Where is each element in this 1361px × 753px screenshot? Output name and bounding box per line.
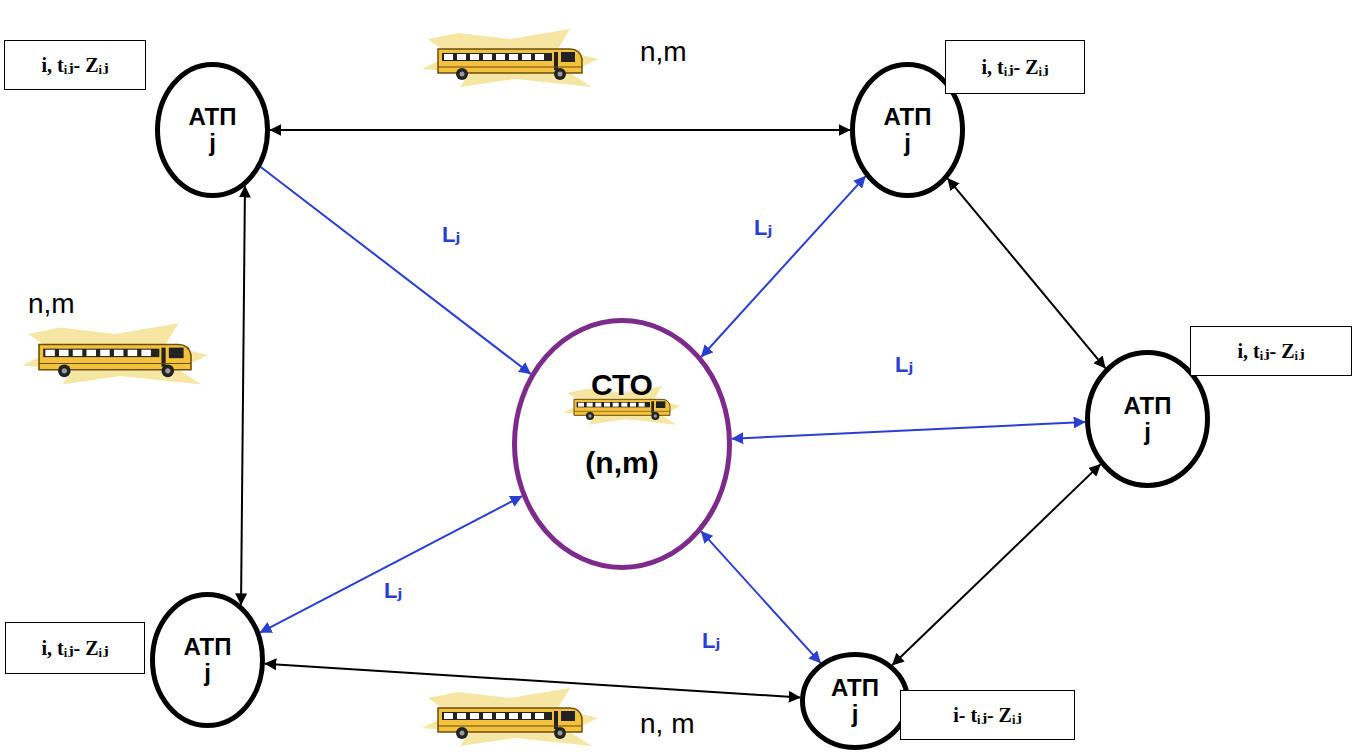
connector xyxy=(732,422,1085,439)
parameter-box: i, tᵢⱼ- Zᵢⱼ xyxy=(945,40,1085,94)
node-label: АТП j xyxy=(883,104,931,157)
outline-shape xyxy=(158,65,268,196)
service-station-circle: СТО (n,m) xyxy=(512,318,732,570)
connector xyxy=(260,496,522,632)
node-label: АТП j xyxy=(1123,393,1171,446)
node-content: i, tᵢⱼ- Zᵢⱼ xyxy=(982,55,1049,79)
link-label: Lⱼ xyxy=(382,578,404,604)
parameter-box: i, tᵢⱼ- Zᵢⱼ xyxy=(5,622,145,674)
node-content: i, tᵢⱼ- Zᵢⱼ xyxy=(42,53,109,77)
connector xyxy=(892,464,1100,665)
node-content: АТП j xyxy=(883,104,931,157)
route-label: n,m xyxy=(640,36,687,68)
node-content: СТО (n,m) xyxy=(585,368,658,481)
parameter-text: i, tᵢⱼ- Zᵢⱼ xyxy=(42,53,109,77)
bus-icon xyxy=(422,29,598,87)
bus-icon xyxy=(422,688,598,746)
node-label: АТП j xyxy=(831,675,879,728)
outline-shape xyxy=(153,595,263,726)
link-label: Lⱼ xyxy=(700,628,722,654)
node-label: СТО xyxy=(591,368,653,403)
connector xyxy=(948,179,1105,369)
parameter-text: i, tᵢⱼ- Zᵢⱼ xyxy=(982,55,1049,79)
bus-icon xyxy=(22,323,208,384)
route-label: n, m xyxy=(640,708,694,740)
depot-ellipse: АТП j xyxy=(155,62,270,198)
link-label: Lⱼ xyxy=(440,222,462,248)
node-content: i, tᵢⱼ- Zᵢⱼ xyxy=(1238,339,1305,363)
node-content: АТП j xyxy=(188,104,236,157)
parameter-box: i, tᵢⱼ- Zᵢⱼ xyxy=(4,40,146,90)
connector xyxy=(241,186,245,605)
depot-ellipse: АТП j xyxy=(800,652,910,750)
parameter-box: i- tᵢⱼ- Zᵢⱼ xyxy=(900,690,1075,740)
parameter-text: i, tᵢⱼ- Zᵢⱼ xyxy=(1238,339,1305,363)
link-label: Lⱼ xyxy=(893,352,915,378)
node-content: i- tᵢⱼ- Zᵢⱼ xyxy=(953,703,1022,727)
parameter-text: i- tᵢⱼ- Zᵢⱼ xyxy=(953,703,1022,727)
connector xyxy=(261,167,531,374)
link-label: Lⱼ xyxy=(752,215,774,241)
depot-ellipse: АТП j xyxy=(150,592,265,728)
parameter-text: i, tᵢⱼ- Zᵢⱼ xyxy=(42,636,109,660)
node-label: АТП j xyxy=(188,104,236,157)
node-content: АТП j xyxy=(1123,393,1171,446)
route-label: n,m xyxy=(28,288,75,320)
circle-outline xyxy=(512,318,732,570)
node-label: АТП j xyxy=(183,634,231,687)
connector xyxy=(701,176,865,356)
outline-shape xyxy=(803,655,908,748)
node-content: i, tᵢⱼ- Zᵢⱼ xyxy=(42,636,109,660)
parameter-box: i, tᵢⱼ- Zᵢⱼ xyxy=(1190,326,1352,376)
connector xyxy=(270,129,850,131)
connector xyxy=(265,664,800,698)
node-content: АТП j xyxy=(831,675,879,728)
node-content: АТП j xyxy=(183,634,231,687)
node-label: (n,m) xyxy=(585,446,658,481)
outline-shape xyxy=(515,321,730,568)
